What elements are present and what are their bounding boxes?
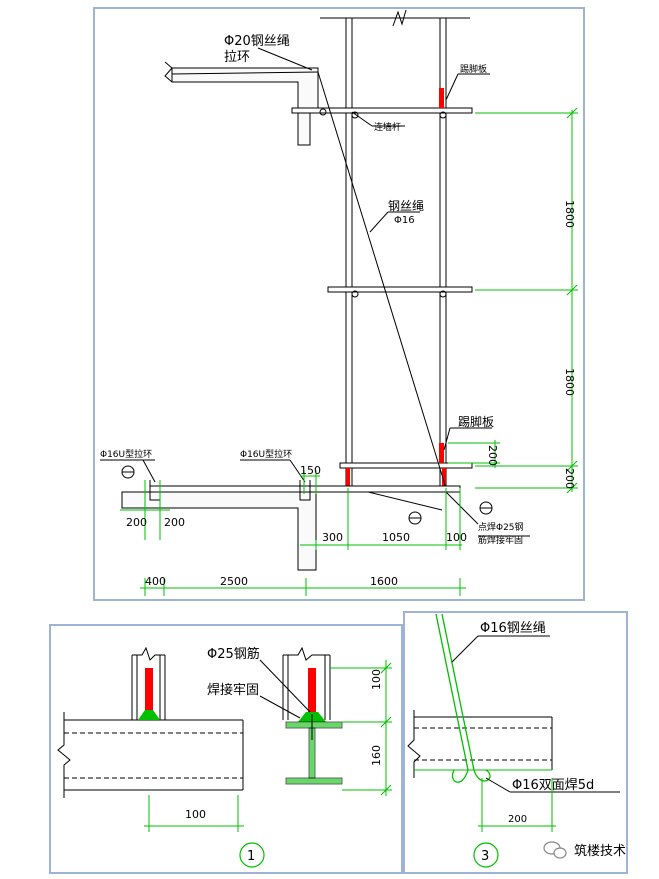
detail-3-dimensions — [478, 778, 556, 832]
label-wire-rope: 钢丝绳 — [388, 199, 424, 213]
toe-board-upper — [439, 88, 444, 108]
leader-spot-weld — [445, 491, 479, 525]
upper-slab-break — [164, 61, 173, 83]
weld-fillet — [138, 710, 160, 720]
dim-2500: 2500 — [220, 575, 248, 588]
label-toe-board: 踢脚板 — [458, 414, 494, 429]
label-rebar-phi25: Φ25钢筋 — [207, 646, 260, 662]
dim-200: 200 — [508, 814, 527, 825]
d3-leader-rope — [451, 635, 479, 663]
dim-300: 300 — [322, 531, 343, 544]
ledger-bottom — [339, 462, 473, 469]
main-elevation: Φ20钢丝绳 拉环 踢脚板 连墙杆 钢丝绳 Φ16 踢脚板 Φ16U型拉环 Φ1… — [93, 7, 585, 601]
label-u-ring-left: Φ16U型拉环 — [100, 448, 152, 460]
leader-u-ring-mid — [289, 459, 306, 483]
coupler — [439, 290, 447, 298]
dim-400: 400 — [145, 575, 166, 588]
label-pull-ring: 拉环 — [224, 50, 250, 65]
detail-3: Φ16钢丝绳 Φ16双面焊5d 200 3 筑楼技术 — [403, 611, 628, 874]
watermark: 筑楼技术 — [574, 843, 626, 859]
wechat-icon — [543, 841, 567, 859]
dim-160: 160 — [370, 745, 383, 766]
i-beam-top-flange — [285, 721, 343, 729]
dim-200-toe: 200 — [486, 445, 499, 466]
label-wire-rope-20: Φ20钢丝绳 — [224, 34, 290, 49]
detail-1-frame — [49, 624, 403, 874]
section-pole-break — [283, 646, 330, 661]
ledger-top — [291, 107, 473, 114]
leader-u-ring-left — [142, 459, 156, 483]
coupler — [319, 108, 327, 116]
dim-200-right: 200 — [563, 468, 576, 489]
dim-1600: 1600 — [370, 575, 398, 588]
base-rebar-right — [442, 468, 446, 488]
u-ring-anchor-mid — [299, 480, 311, 501]
detail-1-number-circle — [239, 842, 265, 868]
detail-1-number: 1 — [247, 849, 255, 864]
dim-1800-lower: 1800 — [563, 368, 576, 396]
leader-wire-rope-20 — [257, 47, 313, 71]
rebar-phi25 — [145, 668, 153, 718]
detail-1: Φ25钢筋 焊接牢固 100 160 100 1 — [49, 624, 403, 874]
steel-wire-rope — [317, 71, 447, 489]
upper-floor-slab — [171, 67, 319, 146]
label-weld-firm: 焊接牢固 — [207, 682, 259, 698]
label-toe-board-top: 踢脚板 — [460, 63, 487, 75]
pole-break — [132, 646, 165, 661]
leader-toe-board — [443, 427, 451, 451]
label-spot-weld-2: 筋焊接牢固 — [478, 534, 523, 546]
label-u-ring-mid: Φ16U型拉环 — [240, 448, 292, 460]
rope-top-anchor — [171, 71, 319, 75]
detail-1-dimensions — [144, 660, 392, 832]
i-beam-bottom-flange — [285, 777, 343, 785]
leader-wire-rope — [369, 211, 389, 233]
main-frame — [93, 7, 585, 601]
ledger-middle — [327, 286, 473, 293]
toe-board-lower — [439, 443, 444, 463]
dim-100-right: 100 — [370, 669, 383, 690]
leader-toe-board-top — [445, 73, 459, 101]
leader-connecting-rod — [351, 111, 373, 127]
leader-rebar — [259, 659, 311, 713]
d3-beam-break — [407, 710, 421, 778]
label-phi16: Φ16 — [394, 215, 415, 226]
label-double-side-weld: Φ16双面焊5d — [512, 777, 594, 793]
d3-leader-weld — [485, 777, 511, 793]
dim-200-left-b: 200 — [164, 516, 185, 529]
dim-1050: 1050 — [382, 531, 410, 544]
cantilever-steel-beam — [149, 485, 461, 493]
break-symbol — [392, 9, 407, 27]
label-connecting-rod: 连墙杆 — [374, 121, 401, 133]
label-spot-weld-1: 点焊Φ25钢 — [478, 521, 524, 533]
dim-150: 150 — [300, 464, 321, 477]
coupler — [351, 111, 359, 119]
label-phi16-wire-rope: Φ16钢丝绳 — [480, 621, 546, 636]
d3-wire-rope-loop — [441, 613, 491, 782]
detail-3-number-circle — [473, 842, 499, 868]
base-rebar-left — [346, 468, 350, 488]
dim-100: 100 — [446, 531, 467, 544]
d3-wire-rope — [435, 613, 469, 783]
beam-break — [57, 712, 71, 798]
leader-weld — [259, 695, 301, 719]
section-rebar — [308, 668, 316, 720]
dim-100-bottom: 100 — [185, 808, 206, 821]
dim-1800-upper: 1800 — [563, 200, 576, 228]
dim-200-left-a: 200 — [126, 516, 147, 529]
coupler — [351, 290, 359, 298]
lower-floor-slab — [121, 491, 317, 571]
detail-3-number: 3 — [481, 849, 489, 864]
detail-3-frame — [403, 611, 628, 874]
dimension-lines — [120, 107, 578, 596]
coupler — [439, 111, 447, 119]
